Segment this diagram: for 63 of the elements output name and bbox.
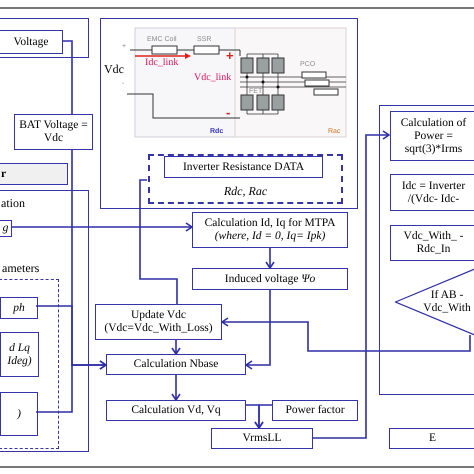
box-text: If AB -Vdc_With — [422, 289, 472, 315]
process-box — [106, 400, 246, 421]
panel-box — [0, 18, 89, 58]
panel-box — [379, 105, 474, 395]
connector-arrow — [245, 290, 271, 370]
box-text: Power factor — [285, 404, 345, 417]
box-text: Induced voltage Ψo — [224, 272, 316, 286]
box-text: E — [428, 432, 436, 445]
process-box — [164, 156, 323, 178]
box-text: (where, Id = 0, Iq= Ipk) — [214, 230, 326, 243]
box-text: d Lq Ideg) — [6, 342, 33, 368]
box-text: Vdc_With_ -Rdc_In — [402, 230, 464, 256]
process-box — [390, 111, 474, 161]
process-box — [390, 174, 474, 211]
process-box — [95, 304, 222, 340]
dashed-group-box — [148, 154, 343, 204]
connector-arrow — [313, 130, 390, 439]
circuit-label: Idc_link — [145, 58, 178, 68]
process-box — [0, 220, 12, 237]
box-text: Calculation Vd, Vq — [131, 404, 221, 417]
box-text: Voltage — [14, 36, 48, 48]
connector-arrow — [254, 404, 272, 429]
process-box — [106, 354, 246, 375]
box-text: Calculation of Power = sqrt(3)*Irms — [400, 116, 468, 156]
box-text: Inverter Resistance DATA — [182, 160, 304, 174]
process-box — [0, 297, 38, 319]
box-text: Update Vdc (Vdc=Vdc_With_Loss) — [103, 309, 214, 335]
section-heading: ation — [1, 197, 25, 209]
circuit-label: Vdc — [104, 63, 124, 75]
process-box — [192, 268, 348, 290]
box-text: Calculation Nbase — [134, 358, 218, 371]
connector-arrow — [221, 317, 471, 352]
process-box — [14, 114, 93, 150]
box-text: ) — [17, 408, 21, 420]
box-text: g — [2, 222, 8, 235]
bar-title: r — [1, 168, 6, 180]
panel-box — [0, 190, 89, 452]
box-text: BAT Voltage = Vdc — [18, 119, 89, 145]
circuit-label: + — [226, 49, 234, 62]
process-box — [390, 225, 474, 261]
process-box — [389, 428, 474, 449]
circuit-panel — [100, 18, 358, 209]
circuit-label: - — [226, 106, 230, 119]
process-box — [192, 212, 348, 248]
connector-arrow — [171, 375, 181, 401]
process-box — [0, 332, 39, 377]
group-heading: ameters — [2, 262, 40, 274]
box-text: Idc = Inverter /(Vdc- Idc- — [400, 180, 466, 206]
resistance-values: Rdc, Rac — [222, 185, 268, 197]
process-box — [272, 400, 358, 421]
connector-arrow — [265, 248, 275, 269]
box-text: Calculation Id, Iq for MTPA — [204, 217, 336, 230]
connector-arrow — [36, 360, 107, 413]
process-box — [0, 30, 63, 54]
connector-arrow — [11, 222, 193, 232]
connector-arrow — [171, 340, 181, 355]
box-text: ph — [13, 302, 25, 314]
header-bar — [0, 163, 68, 185]
decision-diamond — [395, 268, 474, 336]
process-box — [0, 392, 38, 436]
box-text: VrmsLL — [242, 432, 282, 445]
circuit-label: Vdc_link — [194, 73, 232, 83]
process-box — [211, 428, 313, 449]
